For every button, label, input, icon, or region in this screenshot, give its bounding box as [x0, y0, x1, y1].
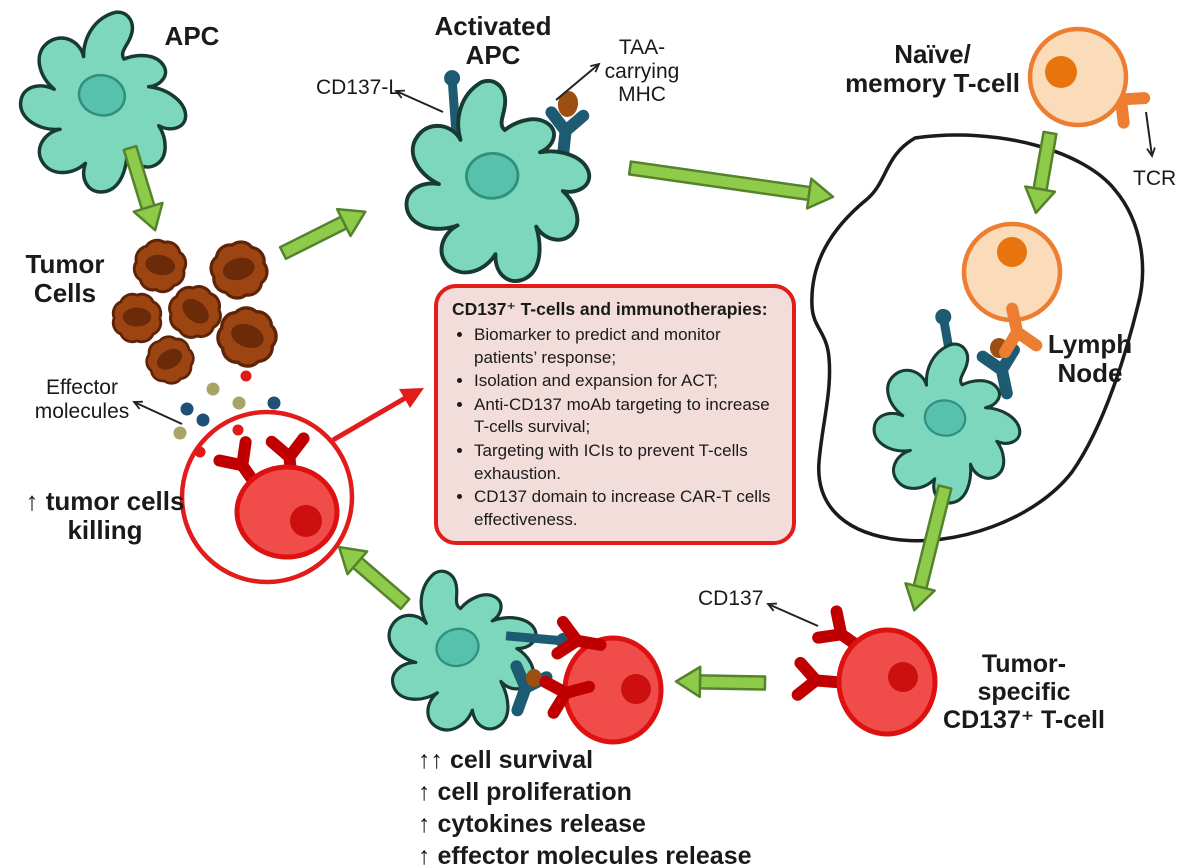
effector-dot — [232, 396, 246, 410]
lymphnode-apc-cell — [863, 305, 1036, 514]
effector-pointer — [132, 400, 183, 425]
cell-nucleus — [888, 662, 918, 692]
tumor-specific-label: Tumor-specific CD137⁺ T-cell — [943, 650, 1105, 734]
arrow-tcell-to-lymphnode — [1024, 130, 1058, 215]
cd137l-label: CD137-L — [315, 76, 400, 99]
interaction-apc-cell — [366, 549, 559, 753]
arrow-lymphnode-to-tcell — [904, 484, 953, 612]
effector-dot — [180, 402, 194, 416]
box-pointer-arrow — [331, 388, 424, 443]
info-box-bullet: CD137 domain to increase CAR-T cells eff… — [474, 486, 780, 531]
effect-line: ↑ cell proliferation — [418, 778, 632, 806]
cd137-receptor — [798, 663, 842, 698]
effector-dot — [196, 413, 210, 427]
tumor-killing-label: ↑ tumor cells killing — [25, 486, 185, 546]
taa-mhc-pointer — [555, 62, 601, 101]
arrow-tumor-to-activated-apc — [278, 207, 367, 261]
cd137l-pointer — [394, 89, 444, 113]
info-box-bullet: Isolation and expansion for ACT; — [474, 370, 780, 393]
tumor-cell — [129, 235, 191, 297]
effector-dot — [232, 424, 244, 436]
lymph-node-label: Lymph Node — [1047, 329, 1133, 389]
cell-nucleus — [1045, 56, 1077, 88]
cell-nucleus — [290, 505, 322, 537]
arrow-activated-apc-to-tcell — [627, 160, 835, 210]
cell-nucleus — [997, 237, 1027, 267]
effect-line: ↑↑ cell survival — [418, 746, 594, 774]
effect-line: ↑ cytokines release — [418, 810, 646, 838]
cell-nucleus — [621, 674, 651, 704]
tumor-cell — [204, 235, 274, 305]
effects-list: ↑↑ cell survival ↑ cell proliferation ↑ … — [418, 745, 752, 868]
effector-dot — [240, 370, 252, 382]
effector-dot — [173, 426, 187, 440]
info-box-bullet: Biomarker to predict and monitor patient… — [474, 324, 780, 369]
taa-antigen — [557, 91, 579, 117]
naive-tcell — [1027, 26, 1144, 125]
info-box-list: Biomarker to predict and monitor patient… — [450, 324, 780, 531]
activated-apc-label: Activated APC — [434, 11, 552, 71]
apc-label: APC — [164, 21, 220, 51]
taa-antigen — [526, 669, 542, 687]
tumorspecific-tcell — [798, 611, 938, 737]
info-box-title: CD137⁺ T-cells and immunotherapies: — [452, 299, 768, 319]
tcr-label: TCR — [1133, 167, 1177, 190]
tcr-pointer — [1145, 111, 1156, 158]
info-box-bullet: Anti-CD137 moAb targeting to increase T-… — [474, 394, 780, 439]
killer-tcell-circle — [179, 409, 355, 585]
taa-mhc-label: TAA-carrying MHC — [604, 36, 680, 107]
tumor-cell — [111, 292, 163, 344]
interaction-receptors — [502, 622, 603, 716]
activated-apc-cell — [396, 70, 599, 291]
arrow-tcell-to-interaction — [674, 665, 767, 699]
info-box-bullet: Targeting with ICIs to prevent T-cells e… — [474, 440, 780, 485]
cd137-label: CD137 — [698, 587, 764, 610]
lymph-node-outline — [810, 133, 1145, 543]
effector-molecules-label: Effector molecules — [34, 376, 130, 423]
cd137-pointer — [766, 602, 819, 627]
tumor-cells-label: Tumor Cells — [25, 249, 105, 309]
effector-molecule-dots — [173, 370, 281, 458]
effector-dot — [206, 382, 220, 396]
arrow-interaction-to-killer — [337, 545, 411, 611]
info-box: CD137⁺ T-cells and immunotherapies: Biom… — [434, 284, 796, 545]
tumor-cell — [209, 299, 285, 375]
tumor-cells-cluster — [111, 235, 285, 393]
effector-dot — [267, 396, 281, 410]
effector-dot — [194, 446, 206, 458]
naive-tcell-label: Naïve/ memory T-cell — [845, 39, 1020, 99]
arrow-apc-to-tumor — [122, 144, 164, 232]
effect-line: ↑ effector molecules release — [418, 842, 752, 868]
killer-tcell — [219, 438, 340, 560]
